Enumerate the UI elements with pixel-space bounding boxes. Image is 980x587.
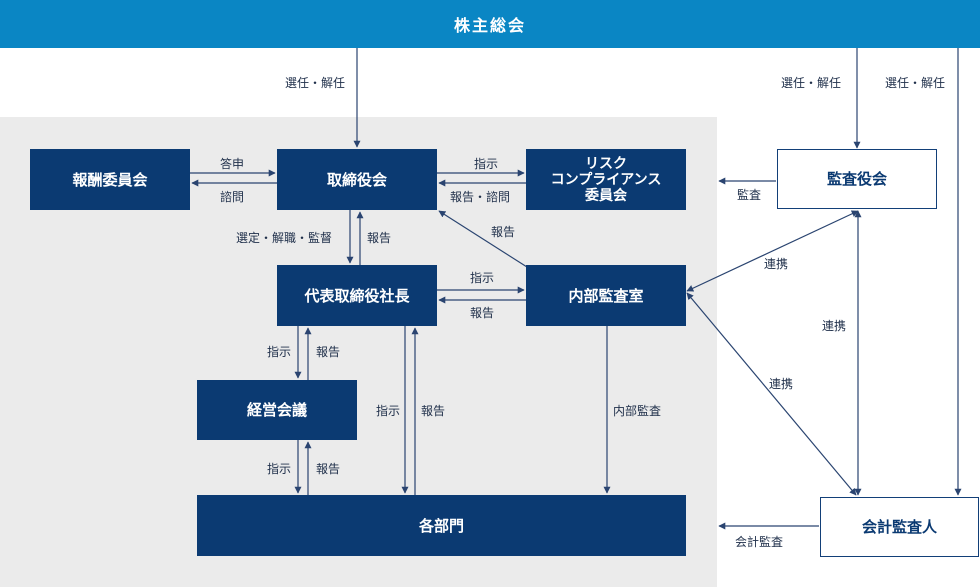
label-elect-dismiss-audit: 選任・解任 [781,76,842,90]
risk-committee-node: リスク コンプライアンス 委員会 [526,149,686,210]
label-accounting-audit: 会計監査 [735,535,784,549]
label-internal-audit-dept: 内部監査 [613,404,662,418]
label-elect-dismiss-board: 選任・解任 [285,76,346,90]
label-report-dept: 報告 [421,404,446,418]
label-link-audit-internal: 連携 [764,257,789,271]
board-node: 取締役会 [277,149,437,210]
label-report-mgmt: 報告 [316,345,341,359]
label-instruct-mgmt: 指示 [267,345,292,359]
label-instruct-dept: 指示 [376,404,401,418]
label-report-to-committee: 答申 [220,157,245,171]
label-instruct-risk: 指示 [474,157,499,171]
internal-audit-node: 内部監査室 [526,265,686,326]
edge-internal-auditor-link [686,292,857,496]
edge-internal-to-board [438,210,528,268]
label-report-mgmt-dept: 報告 [316,462,341,476]
label-select-dismiss-supervise: 選定・解職・監督 [236,231,333,245]
label-audit-by-board: 監査 [737,188,762,202]
president-node: 代表取締役社長 [277,265,437,326]
audit-board-node: 監査役会 [777,149,937,209]
label-report-internal-board: 報告 [491,225,516,239]
label-instruct-internal: 指示 [470,271,495,285]
compensation-committee-node: 報酬委員会 [30,149,190,210]
label-report-consult-risk: 報告・諮問 [450,190,511,204]
management-meeting-node: 経営会議 [197,380,357,440]
edge-audit-internal-link [686,210,859,292]
label-link-audit-auditor: 連携 [822,319,847,333]
label-report-internal-president: 報告 [470,306,495,320]
label-consult-committee: 諮問 [220,190,245,204]
label-instruct-mgmt-dept: 指示 [267,462,292,476]
label-report-president-board: 報告 [367,231,392,245]
general-meeting-node: 株主総会 [0,0,980,48]
label-elect-dismiss-auditor: 選任・解任 [885,76,946,90]
accounting-auditor-node: 会計監査人 [820,497,979,557]
label-link-internal-auditor: 連携 [769,377,794,391]
departments-node: 各部門 [197,495,686,556]
